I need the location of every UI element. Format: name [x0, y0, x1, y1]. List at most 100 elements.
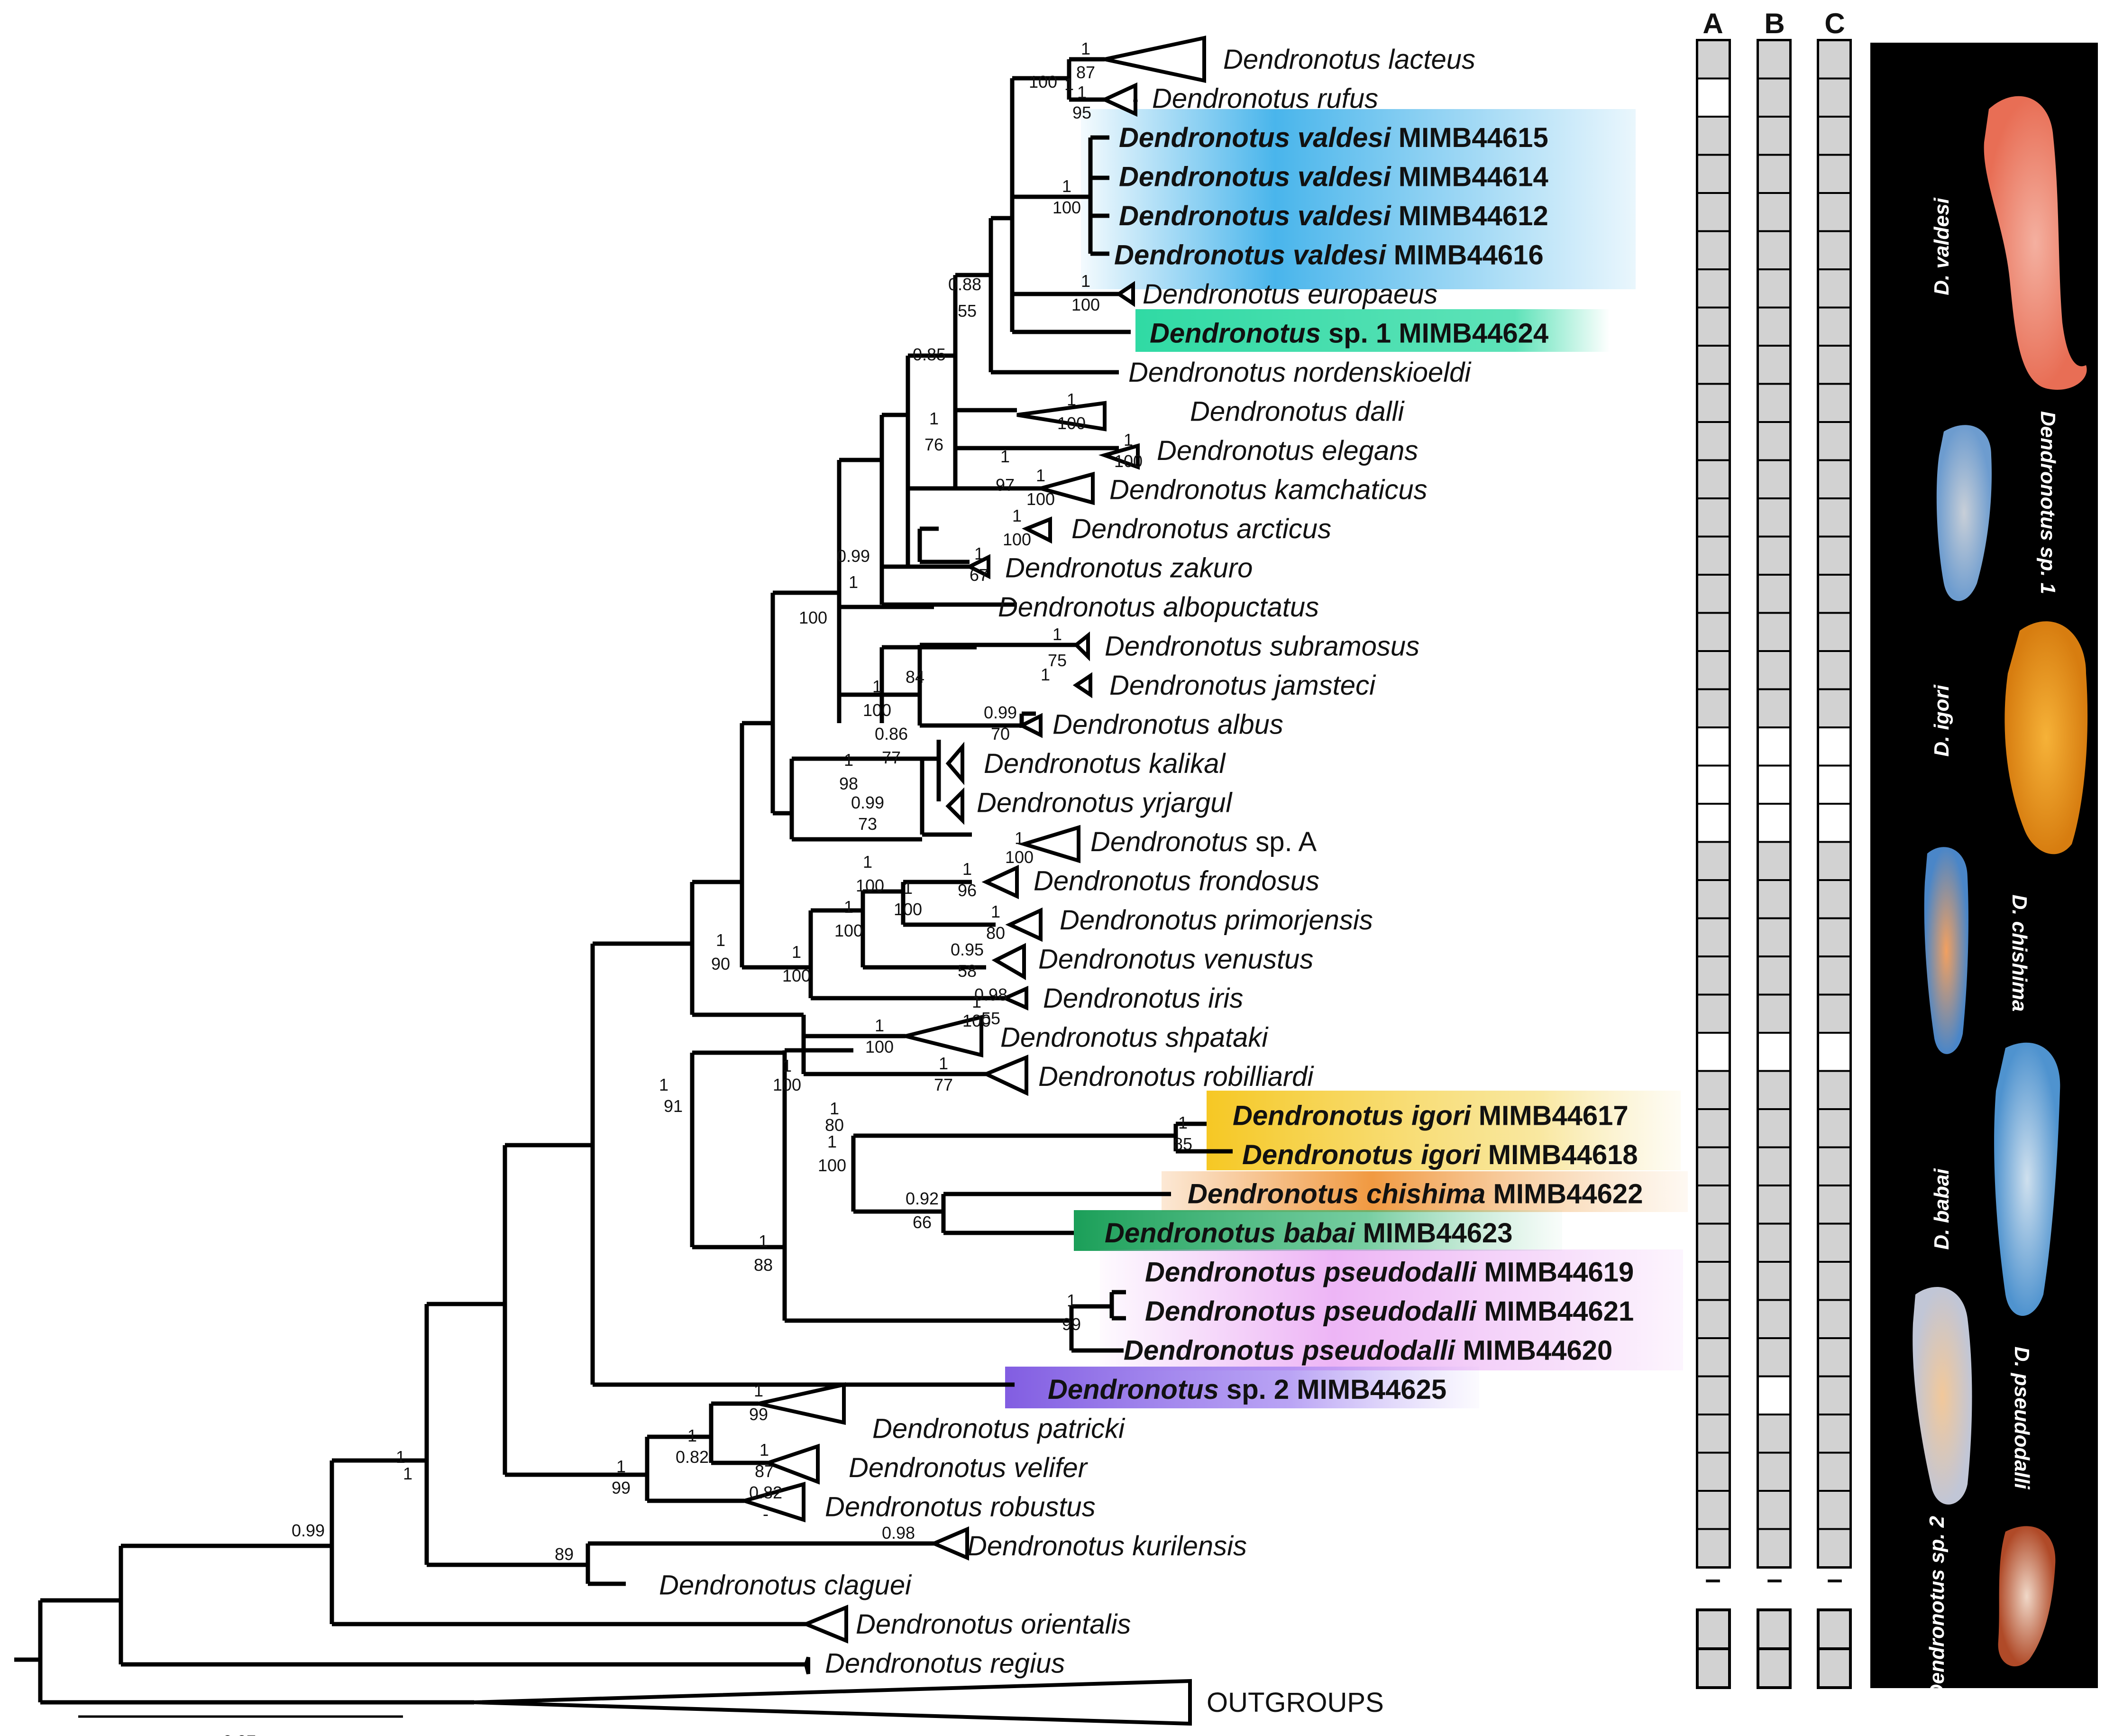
support-value: 100	[1003, 530, 1031, 549]
support-value: 100	[962, 1011, 991, 1030]
taxon-epithet: arcticus	[1236, 514, 1331, 544]
photo-label-d-babai: D. babai	[1930, 1168, 1953, 1250]
taxon-label: Dendronotus arcticus	[1071, 514, 1331, 544]
taxon-voucher: MIMB44622	[1485, 1179, 1643, 1210]
taxon-genus: Dendronotus	[849, 1452, 1014, 1483]
character-cell	[1817, 1108, 1851, 1148]
character-cell	[1696, 612, 1730, 652]
support-value: 84	[906, 667, 924, 687]
column-header-b: B	[1764, 8, 1785, 39]
support-value: 1	[929, 409, 939, 428]
taxon-label: Dendronotus nordenskioeldi	[1128, 357, 1472, 388]
support-value: 1	[844, 897, 853, 917]
taxon-epithet: robilliardi	[1203, 1061, 1314, 1092]
character-cell	[1696, 1375, 1730, 1415]
character-cell	[1757, 497, 1791, 538]
character-cell	[1696, 1608, 1731, 1650]
scale-bar-label: 0.07	[223, 1732, 256, 1736]
support-value: 70	[991, 724, 1010, 744]
support-value: 100	[1057, 413, 1086, 433]
character-cell	[1696, 879, 1730, 919]
character-cell	[1757, 1185, 1791, 1225]
photo-label-dendronotus-sp1: Dendronotus sp. 1	[2036, 411, 2059, 594]
character-cell	[1757, 1490, 1791, 1530]
character-cell	[1696, 1299, 1730, 1339]
taxon-epithet: frondosus	[1199, 866, 1319, 897]
support-value: 95	[1072, 103, 1091, 122]
character-cell	[1757, 1528, 1791, 1568]
character-cell	[1696, 1261, 1730, 1301]
dash-a: –	[1705, 1563, 1721, 1595]
support-value: 1	[939, 1054, 948, 1073]
character-cell	[1817, 1647, 1852, 1689]
taxon-voucher: MIMB44616	[1386, 240, 1544, 271]
taxon-genus: Dendronotus	[1223, 44, 1388, 75]
taxon-epithet: claguei	[824, 1570, 912, 1601]
photo-d-igori	[2004, 621, 2088, 854]
character-cell	[1817, 345, 1851, 385]
support-value: 0.82	[749, 1483, 782, 1502]
character-cell	[1817, 1451, 1851, 1492]
taxon-epithet: sp. A	[1255, 827, 1317, 857]
taxon-genus: Dendronotus	[1043, 983, 1208, 1014]
taxon-label: Dendronotus kurilensis	[967, 1531, 1247, 1561]
taxon-voucher: MIMB44620	[1455, 1335, 1612, 1366]
character-cell	[1817, 306, 1851, 347]
character-cell	[1696, 345, 1730, 385]
support-value: 1	[875, 1016, 884, 1035]
character-cell	[1696, 459, 1730, 499]
character-cell	[1696, 574, 1730, 614]
highlight-igori	[1207, 1091, 1681, 1170]
support-value: 77	[934, 1075, 953, 1094]
support-value: 100	[799, 608, 827, 627]
character-cell	[1696, 955, 1730, 996]
photo-dendronotus-sp1	[1936, 425, 1992, 601]
taxon-label: Dendronotus europaeus	[1143, 279, 1437, 310]
character-cell	[1696, 764, 1730, 805]
highlight-sp1	[1135, 309, 1610, 352]
support-value: 1	[716, 930, 725, 950]
taxon-genus: Dendronotus	[1038, 1061, 1203, 1092]
taxon-epithet: albus	[1217, 709, 1283, 740]
support-value: 100	[818, 1156, 846, 1175]
character-cell	[1817, 726, 1851, 767]
taxon-genus: Dendronotus	[1233, 1101, 1411, 1131]
support-value: 100	[894, 900, 922, 919]
character-cell	[1757, 345, 1791, 385]
taxon-label: Dendronotus dalli	[1190, 396, 1405, 427]
character-cell	[1817, 77, 1851, 118]
character-cell	[1817, 650, 1851, 690]
character-cell	[1696, 306, 1730, 347]
taxon-label: Dendronotus valdesi MIMB44616	[1114, 240, 1544, 271]
taxon-epithet: elegans	[1322, 435, 1418, 466]
support-value: 0.99	[851, 793, 884, 812]
photo-panel-background	[1870, 43, 2098, 1688]
character-cell	[1817, 841, 1851, 881]
character-cell	[1817, 1185, 1851, 1225]
taxon-epithet: subramosus	[1270, 631, 1419, 662]
support-value: 91	[664, 1096, 683, 1116]
taxon-epithet: shpataki	[1165, 1022, 1269, 1053]
support-value: 100	[865, 1037, 894, 1056]
character-cell	[1696, 1414, 1730, 1454]
support-value: 0.99	[292, 1521, 325, 1540]
taxon-epithet: valdesi	[1298, 201, 1392, 231]
taxon-epithet: lacteus	[1388, 44, 1475, 75]
taxon-label: Dendronotus igori MIMB44618	[1242, 1139, 1638, 1170]
support-value: 55	[958, 301, 977, 321]
dash-b: –	[1766, 1563, 1782, 1595]
taxon-label: Dendronotus pseudodalli MIMB44619	[1145, 1257, 1634, 1288]
taxon-genus: Dendronotus	[1188, 1179, 1366, 1210]
taxon-epithet: valdesi	[1298, 122, 1392, 153]
taxon-voucher: MIMB44624	[1391, 318, 1548, 349]
character-cell	[1696, 650, 1730, 690]
taxon-voucher: MIMB44615	[1391, 122, 1548, 153]
taxon-voucher: MIMB44614	[1391, 162, 1548, 193]
character-cell	[1757, 1414, 1791, 1454]
character-cell	[1817, 1414, 1851, 1454]
support-value: 1	[792, 942, 801, 962]
character-cell	[1817, 879, 1851, 919]
character-cell	[1817, 574, 1851, 614]
character-cell	[1817, 1222, 1851, 1263]
support-value: 100	[863, 700, 891, 720]
